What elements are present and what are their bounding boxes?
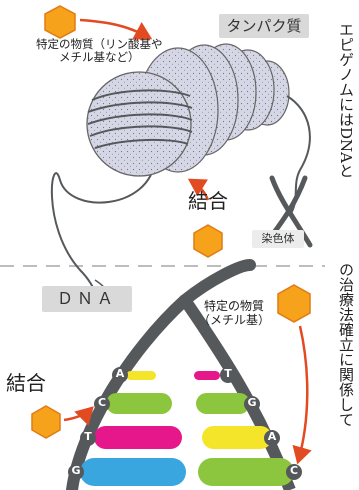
arrow-to-protein [80,20,150,38]
modifier-label: 特定の物質（リン酸基や メチル基など） [36,38,163,64]
base-right-2: G [246,397,258,410]
bind-label-dna: 結合 [6,372,46,395]
base-left-1: A [114,368,126,381]
base-right-3: A [266,431,278,444]
base-right-1: T [222,368,234,381]
side-text-column-2: の治療法確立に関係して [337,262,354,488]
nucleosome [87,72,191,176]
chromosome-label: 染色体 [252,230,304,248]
bind-label-top: 結合 [188,190,228,213]
arrow-bind-dna [64,408,92,420]
methyl-hexagon [278,285,310,322]
protein-label: タンパク質 [219,14,309,38]
dna-label: ＤＮＡ [42,286,132,312]
base-left-2: C [96,397,108,410]
modifier-hexagon-bind [194,225,222,257]
modifier-hexagon-dna [32,406,60,438]
side-text-column-1: エピゲノムにはDNAと [337,22,354,252]
base-right-4: C [288,465,300,478]
modifier-hexagon-top [45,6,75,38]
base-left-4: G [70,465,82,478]
arrow-methyl [298,326,307,462]
methyl-label: 特定の物質 （メチル基） [198,300,270,328]
base-left-3: T [82,431,94,444]
